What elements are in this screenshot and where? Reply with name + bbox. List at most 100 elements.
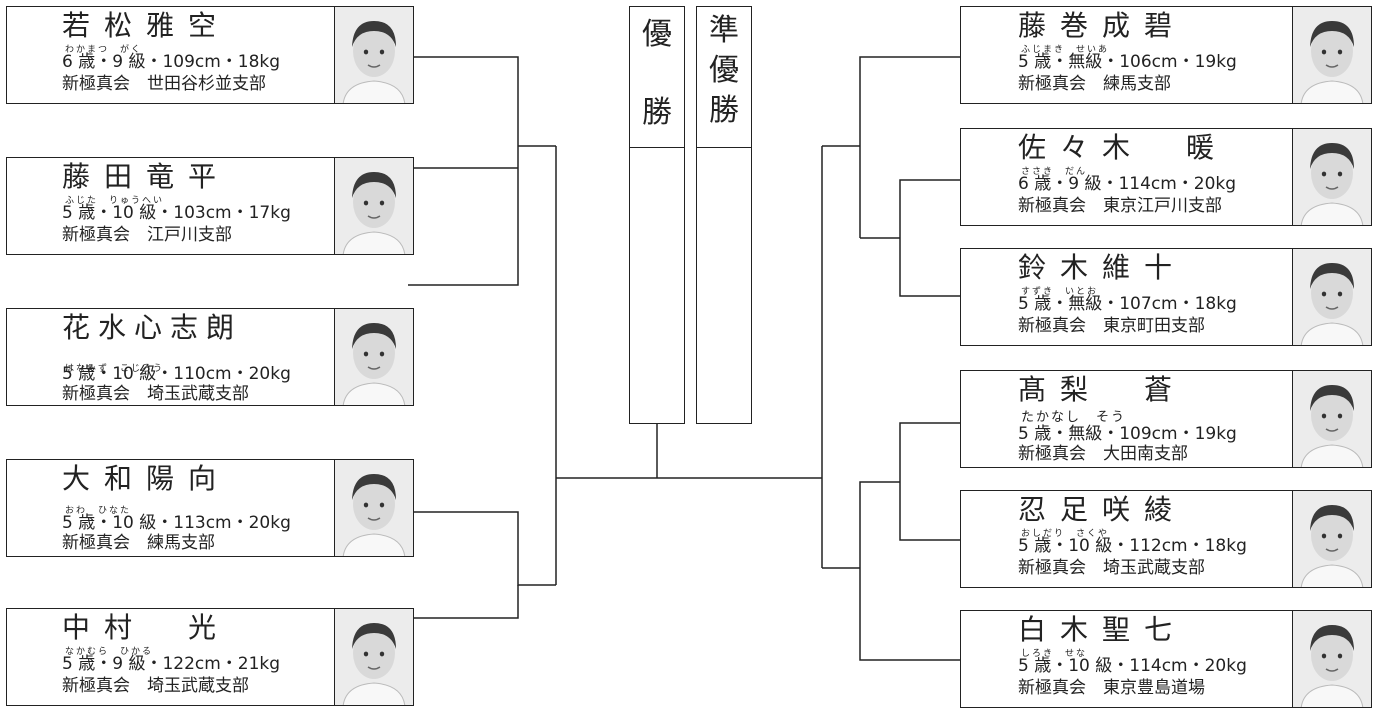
player-card-right-3: 鈴木維十 すずき いとお 5 歳・無級・107cm・18kg 新極真会 東京町田…: [960, 248, 1372, 346]
player-name-kana: ふじた りゅうへい: [65, 196, 165, 206]
player-dojo: 新極真会 東京豊島道場: [1018, 678, 1205, 698]
player-photo: [1292, 7, 1371, 103]
player-photo: [334, 158, 413, 254]
bracket-line-right-7: [899, 422, 960, 541]
portrait-image: [1293, 491, 1371, 587]
player-dojo: 新極真会 埼玉武蔵支部: [62, 676, 249, 696]
player-photo: [334, 309, 413, 405]
portrait-image: [1293, 7, 1371, 103]
player-photo: [1292, 129, 1371, 225]
player-name: 忍足咲綾: [1018, 493, 1187, 526]
bracket-line-left-4: [408, 511, 556, 586]
portrait-image: [335, 609, 413, 705]
portrait-image: [1293, 371, 1371, 467]
player-card-left-3: 花水心志朗 はなみず こじろう 5 歳・10 級・110cm・20kg 新極真会…: [6, 308, 414, 406]
player-stats: 6 歳・9 級・114cm・20kg: [1018, 174, 1237, 194]
player-photo: [334, 7, 413, 103]
player-dojo: 新極真会 埼玉武蔵支部: [1018, 558, 1205, 578]
player-photo: [1292, 611, 1371, 707]
runner-up-box: 準 優 勝: [696, 6, 752, 424]
player-stats: 5 歳・10 級・114cm・20kg: [1018, 656, 1247, 676]
bracket-line-right-8: [859, 481, 960, 661]
player-dojo: 新極真会 埼玉武蔵支部: [62, 384, 249, 404]
player-name-kana: すずき いとお: [1021, 287, 1099, 297]
player-info: 若松雅空 わかまつ がく 6 歳・9 級・109cm・18kg 新極真会 世田谷…: [7, 7, 333, 103]
bracket-line-right-4: [899, 179, 960, 297]
player-name-kana: おしだり さくや: [1021, 529, 1110, 539]
champion-char-1: 優: [642, 17, 672, 52]
player-stats: 5 歳・10 級・113cm・20kg: [62, 513, 291, 533]
portrait-image: [335, 309, 413, 405]
player-stats: 5 歳・10 級・103cm・17kg: [62, 203, 291, 223]
player-card-left-1: 若松雅空 わかまつ がく 6 歳・9 級・109cm・18kg 新極真会 世田谷…: [6, 6, 414, 104]
bracket-line-right-3: [859, 56, 960, 238]
player-name: 藤田竜平: [62, 160, 231, 193]
player-name-kana: たかなし そう: [1021, 410, 1127, 425]
player-dojo: 新極真会 世田谷杉並支部: [62, 74, 266, 94]
player-name: 髙梨 蒼: [1018, 373, 1187, 406]
player-info: 中村 光 なかむら ひかる 5 歳・9 級・122cm・21kg 新極真会 埼玉…: [7, 609, 333, 705]
player-name: 若松雅空: [62, 9, 231, 42]
champion-box: 優 勝: [629, 6, 685, 424]
player-photo: [334, 460, 413, 556]
player-info: 鈴木維十 すずき いとお 5 歳・無級・107cm・18kg 新極真会 東京町田…: [961, 249, 1287, 345]
portrait-image: [1293, 611, 1371, 707]
player-dojo: 新極真会 練馬支部: [1018, 74, 1171, 94]
player-dojo: 新極真会 練馬支部: [62, 533, 215, 553]
player-card-left-5: 中村 光 なかむら ひかる 5 歳・9 級・122cm・21kg 新極真会 埼玉…: [6, 608, 414, 706]
runner-up-char-2: 優: [709, 53, 739, 88]
portrait-image: [1293, 249, 1371, 345]
player-card-right-2: 佐々木 暖 ささき だん 6 歳・9 級・114cm・20kg 新極真会 東京江…: [960, 128, 1372, 226]
bracket-line-left-5: [408, 585, 519, 619]
player-info: 佐々木 暖 ささき だん 6 歳・9 級・114cm・20kg 新極真会 東京江…: [961, 129, 1287, 225]
player-stats: 6 歳・9 級・109cm・18kg: [62, 52, 281, 72]
player-dojo: 新極真会 東京江戸川支部: [1018, 196, 1222, 216]
player-name-kana: ふじまき せいあ: [1021, 45, 1110, 55]
player-dojo: 新極真会 江戸川支部: [62, 225, 232, 245]
player-name-kana: おわ ひなた: [65, 506, 132, 516]
player-dojo: 新極真会 大田南支部: [1018, 444, 1188, 464]
player-stats: 5 歳・10 級・112cm・18kg: [1018, 536, 1247, 556]
player-card-right-6: 白木聖七 しろき せな 5 歳・10 級・114cm・20kg 新極真会 東京豊…: [960, 610, 1372, 708]
player-card-right-1: 藤巻成碧 ふじまき せいあ 5 歳・無級・106cm・19kg 新極真会 練馬支…: [960, 6, 1372, 104]
player-stats: 5 歳・無級・109cm・19kg: [1018, 424, 1237, 444]
player-stats: 5 歳・無級・107cm・18kg: [1018, 294, 1237, 314]
champion-char-2: 勝: [642, 95, 672, 130]
player-photo: [334, 609, 413, 705]
player-name-kana: なかむら ひかる: [65, 647, 154, 657]
player-info: 藤巻成碧 ふじまき せいあ 5 歳・無級・106cm・19kg 新極真会 練馬支…: [961, 7, 1287, 103]
runner-up-char-1: 準: [709, 13, 739, 48]
player-name: 花水心志朗: [62, 311, 243, 344]
player-name: 白木聖七: [1018, 613, 1187, 646]
runner-up-divider: [697, 147, 751, 148]
player-stats: 5 歳・10 級・110cm・20kg: [62, 364, 291, 384]
player-info: 大和陽向 おわ ひなた 5 歳・10 級・113cm・20kg 新極真会 練馬支…: [7, 460, 333, 556]
player-info: 忍足咲綾 おしだり さくや 5 歳・10 級・112cm・18kg 新極真会 埼…: [961, 491, 1287, 587]
player-info: 藤田竜平 ふじた りゅうへい 5 歳・10 級・103cm・17kg 新極真会 …: [7, 158, 333, 254]
player-info: 花水心志朗 はなみず こじろう 5 歳・10 級・110cm・20kg 新極真会…: [7, 309, 333, 405]
player-name-kana: ささき だん: [1021, 167, 1088, 177]
portrait-image: [335, 460, 413, 556]
portrait-image: [1293, 129, 1371, 225]
player-info: 白木聖七 しろき せな 5 歳・10 級・114cm・20kg 新極真会 東京豊…: [961, 611, 1287, 707]
player-photo: [1292, 371, 1371, 467]
player-name: 中村 光: [62, 611, 231, 644]
player-photo: [1292, 491, 1371, 587]
player-card-right-4: 髙梨 蒼 たかなし そう 5 歳・無級・109cm・19kg 新極真会 大田南支…: [960, 370, 1372, 468]
player-name-kana: はなみず こじろう: [65, 364, 165, 374]
player-card-right-5: 忍足咲綾 おしだり さくや 5 歳・10 級・112cm・18kg 新極真会 埼…: [960, 490, 1372, 588]
player-stats: 5 歳・無級・106cm・19kg: [1018, 52, 1237, 72]
champion-divider: [630, 147, 684, 148]
player-stats: 5 歳・9 級・122cm・21kg: [62, 654, 281, 674]
player-name-kana: わかまつ がく: [65, 45, 143, 55]
runner-up-char-3: 勝: [709, 93, 739, 128]
player-info: 髙梨 蒼 たかなし そう 5 歳・無級・109cm・19kg 新極真会 大田南支…: [961, 371, 1287, 467]
player-name-kana: しろき せな: [1021, 649, 1088, 659]
player-name: 鈴木維十: [1018, 251, 1187, 284]
player-dojo: 新極真会 東京町田支部: [1018, 316, 1205, 336]
player-photo: [1292, 249, 1371, 345]
portrait-image: [335, 7, 413, 103]
player-name: 藤巻成碧: [1018, 9, 1187, 42]
bracket-line-left-1: [408, 56, 519, 286]
